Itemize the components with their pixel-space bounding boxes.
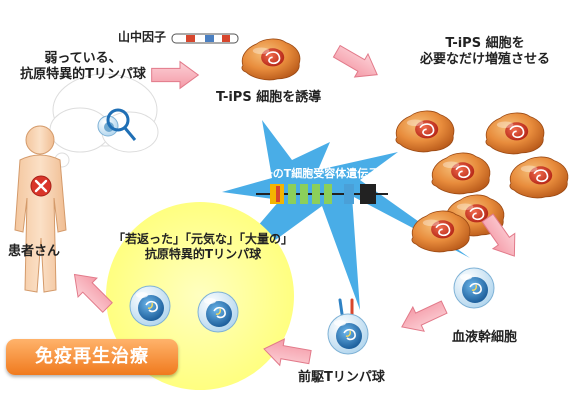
rejuvenated-t-cell-1 <box>129 285 171 327</box>
patient-label: 患者さん <box>8 244 61 259</box>
tips-cell-2 <box>485 112 545 155</box>
receptor-gene-construct <box>256 184 388 204</box>
rejuvenated-cells-label-line1: 「若返った」「元気な」「大量の」 <box>112 232 293 246</box>
tips-expand-label: T-iPS 細胞を 必要なだけ増殖させる <box>400 36 570 69</box>
precursor-label: 前駆Tリンパ球 <box>298 370 385 385</box>
yamanaka-factor-label: 山中因子 <box>118 30 167 44</box>
receptor-gene-burst <box>196 120 470 310</box>
weakened-cell-label: 弱っている、 抗原特異的Tリンパ球 <box>8 51 158 84</box>
arrow-to-precursor <box>395 294 451 340</box>
hsc-cell <box>453 267 495 309</box>
hsc-label: 血液幹細胞 <box>452 330 518 345</box>
tips-cell-3 <box>431 152 491 195</box>
thought-bubble <box>45 73 159 181</box>
tips-cell-induced <box>241 38 301 81</box>
immune-regeneration-badge: 免疫再生治療 <box>6 339 178 375</box>
arrow-to-expand <box>329 39 385 87</box>
yamanaka-factor-plasmid-icon <box>171 33 239 44</box>
rejuvenated-cells-label: 「若返った」「元気な」「大量の」 抗原特異的Tリンパ球 <box>92 232 314 262</box>
immune-regeneration-label: 免疫再生治療 <box>35 346 149 367</box>
tips-expand-label-line2: 必要なだけ増殖させる <box>419 52 550 68</box>
tips-cell-1 <box>395 110 455 153</box>
rejuvenated-cells-label-line2: 抗原特異的Tリンパ球 <box>144 247 262 261</box>
weakened-cell-label-line1: 弱っている、 <box>44 51 122 66</box>
precursor-t-cell <box>327 298 369 355</box>
weakened-cell-label-line2: 抗原特異的Tリンパ球 <box>20 67 146 83</box>
same-receptor-gene-label: 同一のT細胞受容体遺伝子 <box>250 167 380 180</box>
tips-expand-label-line1: T-iPS 細胞を <box>445 36 525 51</box>
patient-figure <box>14 125 67 293</box>
tips-induce-label: T-iPS 細胞を誘導 <box>216 90 322 105</box>
tips-cell-4 <box>509 156 569 199</box>
tips-cell-6 <box>411 210 471 253</box>
rejuvenated-t-cell-2 <box>197 291 239 333</box>
arrow-to-tips <box>151 61 199 89</box>
